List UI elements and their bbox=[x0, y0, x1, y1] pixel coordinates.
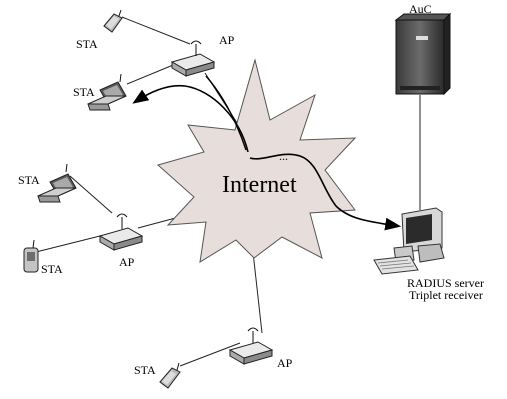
workstation-label-line1: RADIUS server bbox=[407, 276, 484, 290]
auc-server: AuC bbox=[394, 2, 452, 96]
link-sta-laptop-to-ap-top bbox=[126, 62, 179, 85]
link-cloud-to-ap-bottom bbox=[252, 251, 263, 334]
sta-label-laptop-left: STA bbox=[18, 173, 40, 187]
cloud-ellipsis: ... bbox=[279, 149, 288, 163]
ap-label-left: AP bbox=[119, 255, 135, 269]
internet-cloud bbox=[156, 58, 357, 263]
sta-label-bottom: STA bbox=[134, 363, 156, 377]
traffic-path-to-radius bbox=[249, 153, 402, 231]
sta-phone-top: STA bbox=[76, 9, 123, 51]
traffic-path-from-ap bbox=[205, 75, 247, 151]
sta-laptop-upper: STA bbox=[73, 73, 127, 111]
link-sta-bottom-to-ap-bottom bbox=[179, 342, 241, 367]
ap-label-top: AP bbox=[219, 33, 235, 47]
access-point-top: AP bbox=[170, 33, 235, 77]
sta-phone-bottom: STA bbox=[134, 362, 181, 389]
sta-label-pda-left: STA bbox=[41, 262, 63, 276]
workstation-label-line2: Triplet receiver bbox=[409, 288, 483, 302]
internet-label: Internet bbox=[222, 172, 297, 198]
link-sta-phone-left-to-ap-left bbox=[35, 234, 105, 253]
ap-label-bottom: AP bbox=[277, 356, 293, 370]
traffic-path-to-sta bbox=[132, 84, 249, 153]
access-point-left: AP bbox=[98, 213, 144, 269]
sta-label-top: STA bbox=[76, 37, 98, 51]
link-sta-laptop-left-to-ap-left bbox=[69, 175, 113, 214]
access-point-bottom: AP bbox=[228, 327, 293, 370]
sta-label-laptop-upper: STA bbox=[73, 85, 95, 99]
auc-label: AuC bbox=[409, 2, 432, 16]
sta-laptop-left: STA bbox=[18, 163, 77, 203]
link-sta-top-to-ap-top bbox=[121, 16, 191, 45]
sta-pda-left: STA bbox=[23, 239, 63, 276]
radius-workstation: RADIUS server Triplet receiver bbox=[373, 207, 484, 302]
